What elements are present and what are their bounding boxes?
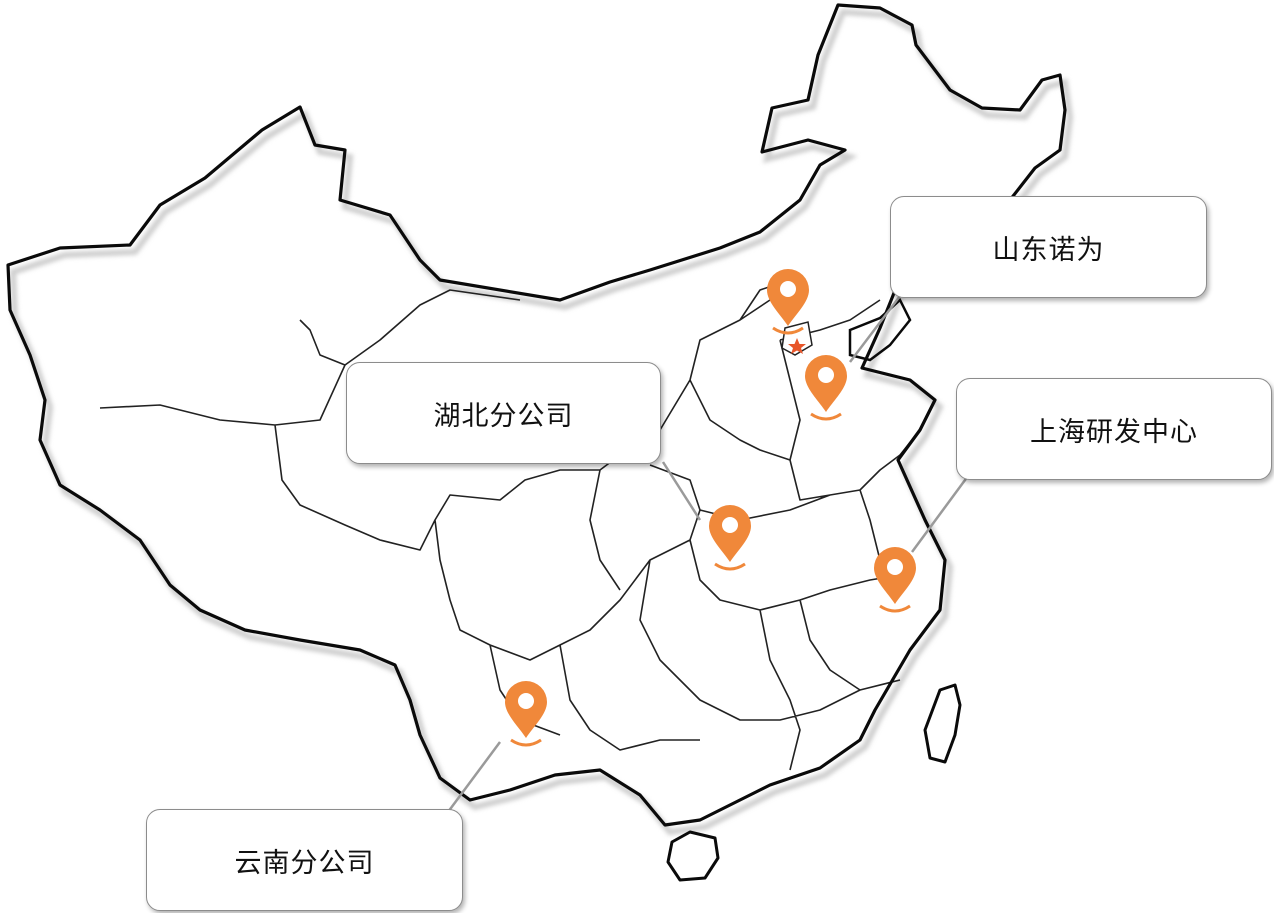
callout-yunnan-label: 云南分公司 (234, 847, 375, 879)
map-pin-shandong[interactable] (805, 355, 847, 421)
callout-yunnan[interactable]: 云南分公司 (146, 809, 463, 911)
map-pin-icon (874, 547, 916, 604)
callout-shandong-label: 山东诺为 (992, 234, 1105, 266)
map-pin-hubei[interactable] (709, 505, 751, 571)
callout-shanghai-label: 上海研发中心 (1030, 416, 1198, 448)
pin-base-icon (879, 604, 911, 613)
map-pin-yunnan[interactable] (505, 681, 547, 747)
callout-shanghai[interactable]: 上海研发中心 (956, 378, 1272, 480)
pin-base-icon (772, 326, 804, 335)
pin-base-icon (714, 562, 746, 571)
pin-hole-icon (722, 517, 738, 533)
map-pin-icon (709, 505, 751, 562)
map-pin-icon (505, 681, 547, 738)
pin-hole-icon (780, 281, 796, 297)
callout-leaders (446, 295, 970, 813)
map-pin-icon (767, 269, 809, 326)
pin-hole-icon (887, 559, 903, 575)
map-markers (505, 269, 916, 747)
pin-base-icon (510, 738, 542, 747)
map-pin-beijing-area[interactable] (767, 269, 809, 335)
callout-hubei-label: 湖北分公司 (433, 400, 574, 432)
pin-base-icon (810, 412, 842, 421)
callout-hubei[interactable]: 湖北分公司 (346, 362, 661, 464)
pin-hole-icon (818, 367, 834, 383)
callout-shandong[interactable]: 山东诺为 (890, 196, 1207, 298)
star-icon (788, 338, 806, 354)
map-pin-shanghai[interactable] (874, 547, 916, 613)
pin-hole-icon (518, 693, 534, 709)
map-pin-icon (805, 355, 847, 412)
capital-marker (781, 321, 813, 356)
